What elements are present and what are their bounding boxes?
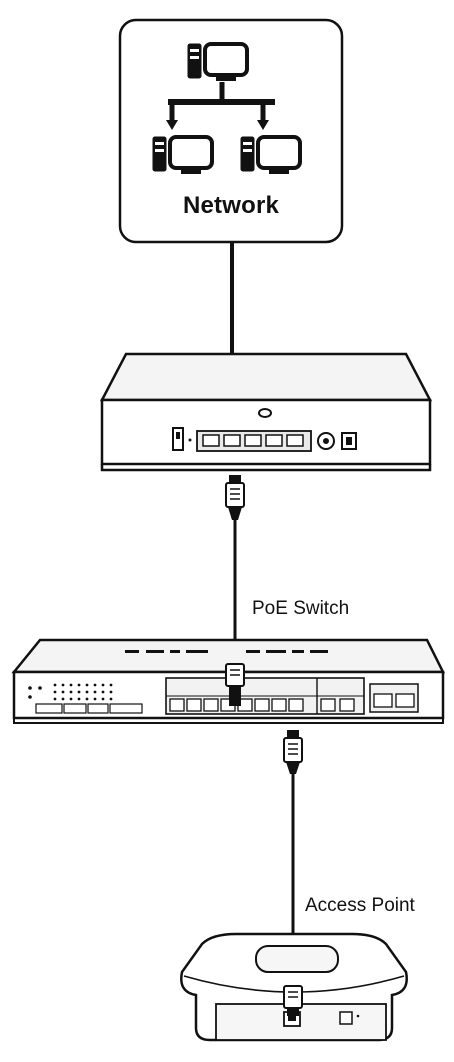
access-point-icon [180,932,408,1042]
access-point-label: Access Point [305,895,415,916]
ethernet-connector-icon [283,985,303,1016]
poe-switch-label: PoE Switch [252,598,350,619]
network-label: Network [182,192,280,219]
computer-icon [187,42,249,81]
computer-icon [152,135,214,174]
ethernet-connector-icon [225,663,245,706]
router-icon [99,352,433,472]
ethernet-connector-icon [283,730,303,774]
computer-icon [240,135,302,174]
network-icon [152,42,302,174]
ethernet-connector-icon [225,475,245,520]
poe-switch-icon [11,638,446,724]
